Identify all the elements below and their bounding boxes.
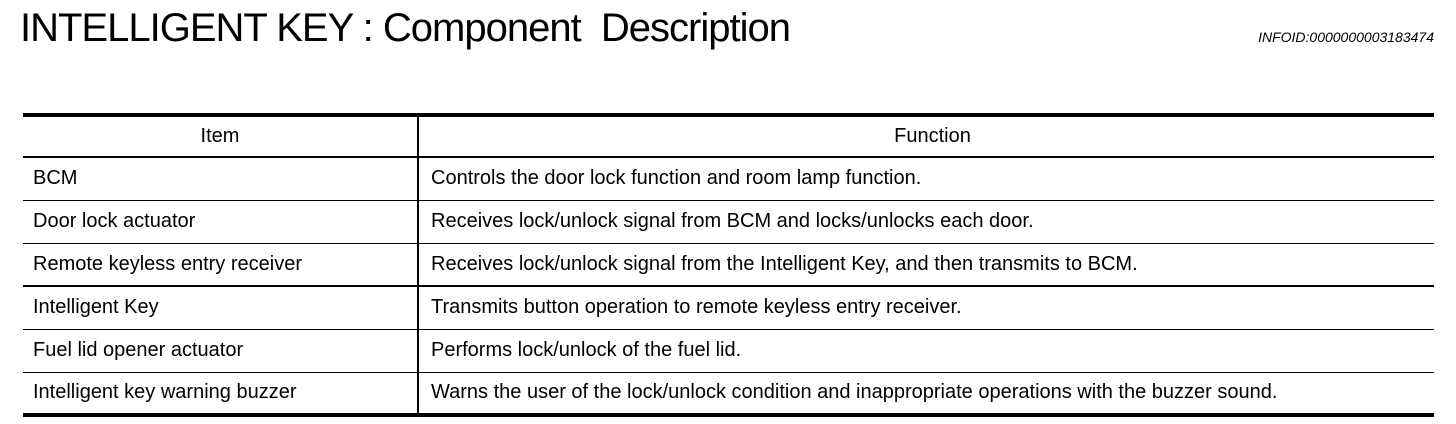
- table-row: Intelligent key warning buzzer Warns the…: [23, 372, 1434, 415]
- header-function: Function: [418, 115, 1434, 158]
- function-cell: Warns the user of the lock/unlock condit…: [431, 381, 1278, 404]
- item-cell: Door lock actuator: [23, 200, 419, 244]
- function-cell: Receives lock/unlock signal from the Int…: [418, 243, 1434, 287]
- function-cell: Performs lock/unlock of the fuel lid.: [418, 329, 1434, 373]
- table-header-row: Item Function: [23, 115, 1434, 158]
- component-description-table: Item Function BCM Controls the door lock…: [23, 113, 1434, 417]
- item-cell: Fuel lid opener actuator: [23, 329, 419, 373]
- table-row: Remote keyless entry receiver Receives l…: [23, 243, 1434, 287]
- header-item: Item: [23, 115, 419, 158]
- item-cell: Intelligent Key: [23, 286, 419, 330]
- infoid-label: INFOID:0000000003183474: [1258, 29, 1434, 45]
- item-cell: BCM: [23, 157, 419, 201]
- item-cell: Intelligent key warning buzzer: [23, 372, 419, 415]
- table-row: Intelligent Key Transmits button operati…: [23, 286, 1434, 330]
- function-cell: Receives lock/unlock signal from BCM and…: [418, 200, 1434, 244]
- function-cell: Controls the door lock function and room…: [418, 157, 1434, 201]
- table-row: Door lock actuator Receives lock/unlock …: [23, 200, 1434, 244]
- table-row: BCM Controls the door lock function and …: [23, 157, 1434, 201]
- table-row: Fuel lid opener actuator Performs lock/u…: [23, 329, 1434, 373]
- item-cell: Remote keyless entry receiver: [23, 243, 419, 287]
- function-cell: Transmits button operation to remote key…: [418, 286, 1434, 330]
- page-title: INTELLIGENT KEY : Component Description: [20, 6, 791, 50]
